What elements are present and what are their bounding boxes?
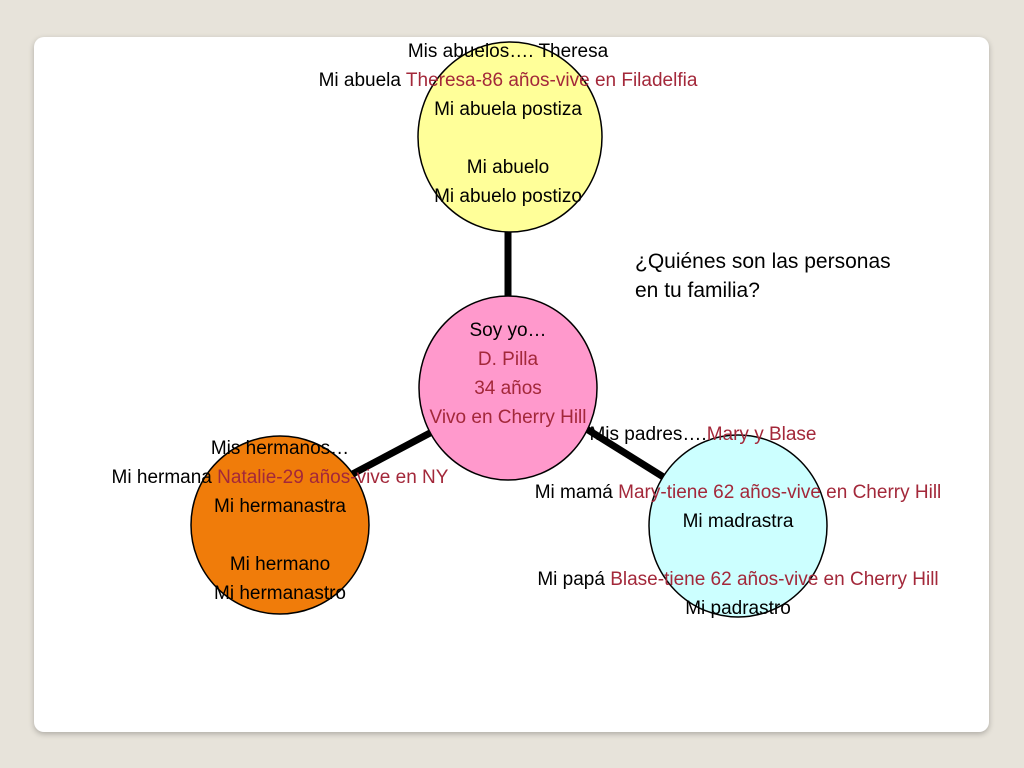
circle-hermanos <box>190 435 370 615</box>
hermana-detail: Natalie-29 años-vive en NY <box>217 467 449 488</box>
madrastra: Mi madrastra <box>682 511 794 532</box>
yo-city: Vivo en Cherry Hill <box>429 407 587 428</box>
abuelo-postizo: Mi abuelo postizo <box>434 186 582 207</box>
hermanos-blank-line <box>40 521 520 550</box>
hermana-label: Mi hermana <box>111 467 218 488</box>
abuela-detail: Theresa-86 años-vive en Filadelfia <box>405 70 698 91</box>
yo-age: 34 años <box>474 378 542 399</box>
circle-abuelos <box>417 41 603 233</box>
papa-label: Mi papá <box>537 569 611 590</box>
abuela-line: Mi abuela Theresa-86 años-vive en Filade… <box>258 66 758 95</box>
abuelos-blank-line <box>258 124 758 153</box>
hermanastra: Mi hermanastra <box>214 496 346 517</box>
abuela-postiza: Mi abuela postiza <box>434 99 582 120</box>
question-text: ¿Quiénes son las personas en tu familia? <box>635 247 965 305</box>
papa-detail: Blase-tiene 62 años-vive en Cherry Hill <box>610 569 939 590</box>
question-line-2: en tu familia? <box>635 279 760 302</box>
abuela-label: Mi abuela <box>318 70 406 91</box>
abuelos-heading: Mis abuelos…. Theresa <box>407 41 609 62</box>
yo-name: D. Pilla <box>477 349 539 370</box>
yo-heading: Soy yo… <box>469 320 547 341</box>
padres-heading-label: Mis padres…. <box>589 424 707 445</box>
hermana-line: Mi hermana Natalie-29 años-vive en NY <box>40 463 520 492</box>
connector-padres <box>583 425 667 481</box>
mama-line: Mi mamá Mary-tiene 62 años-vive en Cherr… <box>458 478 1018 507</box>
padres-heading-names: Mary y Blase <box>706 424 817 445</box>
padres-blank-line-1 <box>458 449 1018 478</box>
hermanastro: Mi hermanastro <box>214 583 346 604</box>
abuelo: Mi abuelo <box>466 157 550 178</box>
padrastro: Mi padrastro <box>685 598 791 619</box>
yo-text: Soy yo… D. Pilla 34 años Vivo en Cherry … <box>383 316 633 432</box>
hermanos-text: Mis hermanos… Mi hermana Natalie-29 años… <box>40 434 520 608</box>
hermanos-heading: Mis hermanos… <box>210 438 350 459</box>
mama-label: Mi mamá <box>534 482 619 503</box>
circle-padres <box>648 434 828 618</box>
padres-heading: Mis padres….Mary y Blase <box>458 420 1018 449</box>
question-line-1: ¿Quiénes son las personas <box>635 250 891 273</box>
mama-detail: Mary-tiene 62 años-vive en Cherry Hill <box>618 482 942 503</box>
circle-yo <box>418 295 598 481</box>
hermano: Mi hermano <box>229 554 331 575</box>
padres-blank-line-2 <box>458 536 1018 565</box>
padres-text: Mis padres….Mary y Blase Mi mamá Mary-ti… <box>458 420 1018 623</box>
papa-line: Mi papá Blase-tiene 62 años-vive en Cher… <box>458 565 1018 594</box>
abuelos-text: Mis abuelos…. Theresa Mi abuela Theresa-… <box>258 37 758 211</box>
connector-hermanos <box>343 429 432 482</box>
